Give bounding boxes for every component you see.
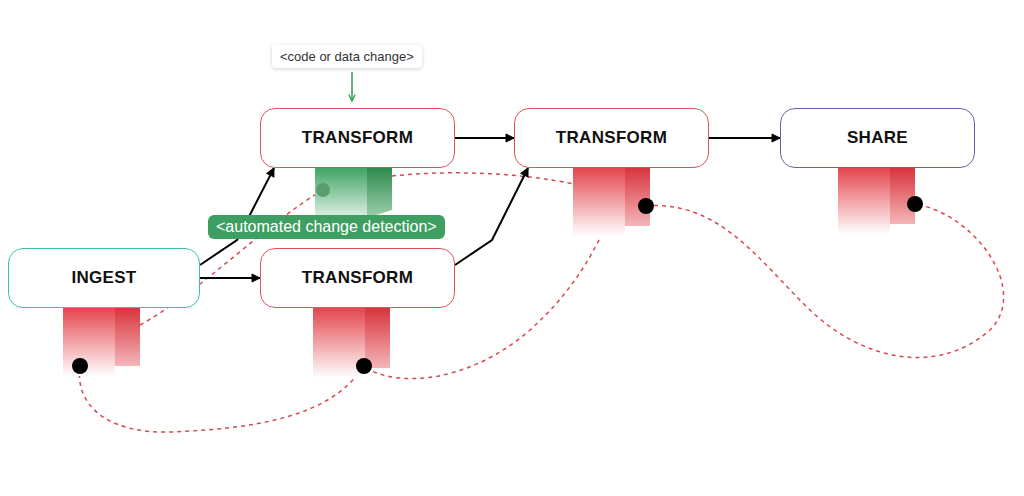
lineage-line — [646, 204, 1004, 358]
process-box: TRANSFORM — [260, 248, 455, 308]
node-label: TRANSFORM — [302, 268, 413, 288]
annotation-badge: <automated change detection> — [208, 215, 445, 239]
flow-arrow — [200, 277, 260, 279]
ribbon-fold — [890, 168, 915, 224]
ribbon-body — [838, 168, 890, 234]
annotation-label: <code or data change> — [272, 45, 422, 68]
flow-arrow — [455, 137, 514, 139]
ribbon-fold — [625, 168, 650, 226]
node-label: TRANSFORM — [302, 128, 413, 148]
ribbon-fold — [115, 308, 140, 366]
change-arrow — [351, 72, 353, 101]
ribbon-body — [573, 168, 625, 236]
lineage-dot — [638, 198, 654, 214]
ingest-box: INGEST — [8, 248, 200, 308]
share-box: SHARE — [780, 108, 975, 168]
node-label: INGEST — [71, 268, 136, 288]
share-ribbon — [838, 168, 923, 234]
ribbon-fold — [365, 308, 390, 368]
lineage-dot — [72, 358, 88, 374]
changed-ribbon — [315, 168, 392, 220]
node-label: SHARE — [847, 128, 908, 148]
lineage-line — [392, 173, 600, 190]
node-label: TRANSFORM — [556, 128, 667, 148]
lineage-dot — [907, 196, 923, 212]
ribbon-fold — [367, 168, 392, 218]
transform-ribbon — [573, 168, 654, 236]
lineage-dot — [316, 183, 330, 197]
lineage-dot — [356, 358, 372, 374]
flow-arrow — [455, 168, 528, 265]
ribbon-body — [63, 308, 115, 376]
process-box: TRANSFORM — [514, 108, 709, 168]
ribbon-body — [315, 168, 367, 220]
flow-arrow — [709, 137, 780, 139]
transform-ribbon — [313, 308, 390, 378]
ingest-ribbon — [63, 308, 140, 376]
process-box: TRANSFORM — [260, 108, 455, 168]
